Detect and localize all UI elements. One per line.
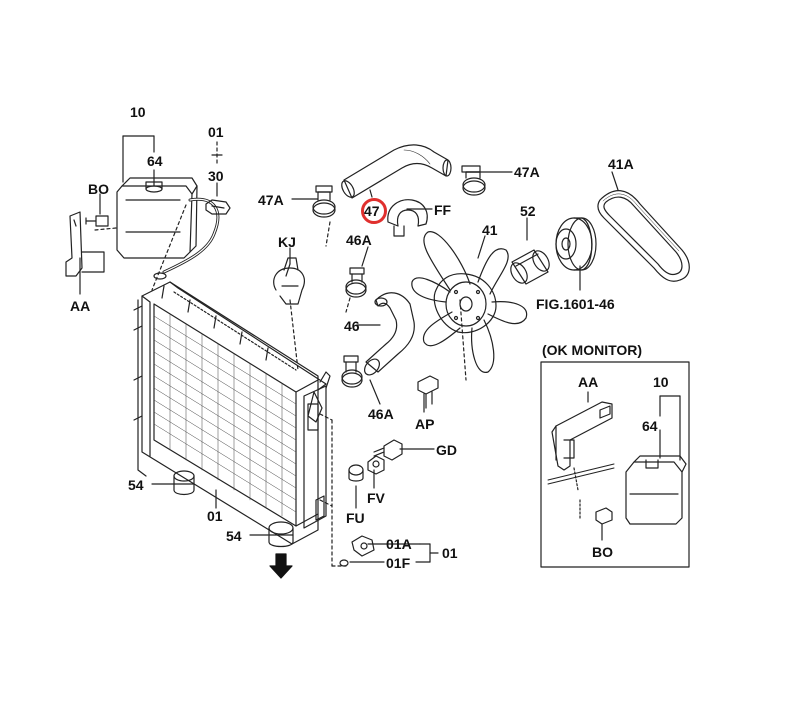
highlight-circle: [361, 198, 387, 224]
fan-coupling-52: [510, 249, 550, 285]
bracket-aa: [65, 211, 105, 277]
cap-30: [205, 199, 231, 215]
gasket-01f: [339, 559, 349, 567]
radiator-core: [153, 313, 297, 517]
label-46: 46: [344, 318, 360, 334]
label-54-top: 54: [128, 477, 144, 493]
label-aa: AA: [70, 298, 91, 314]
label-47a-right: 47A: [514, 164, 540, 180]
label-01f: 01F: [386, 555, 411, 571]
lower-hose-46: [364, 292, 415, 376]
label-46a-bottom: 46A: [368, 406, 394, 422]
label-gd: GD: [436, 442, 457, 458]
label-fu: FU: [346, 510, 365, 526]
label-41: 41: [482, 222, 498, 238]
label-41a: 41A: [608, 156, 634, 172]
inset-label-aa: AA: [578, 374, 599, 390]
drain-plug-gd: [373, 439, 403, 461]
inset-title: (OK MONITOR): [542, 342, 643, 358]
label-47: 47: [364, 203, 380, 219]
drain-cock-01a: [351, 535, 375, 557]
label-01-right: 01: [442, 545, 458, 561]
clamp-46a-top: [345, 267, 367, 298]
label-01a: 01A: [386, 536, 412, 552]
inset-label-bo: BO: [592, 544, 613, 560]
label-46a-top: 46A: [346, 232, 372, 248]
bushing-fu: [348, 464, 364, 482]
clip-kj: [273, 257, 305, 305]
label-01-mid: 01: [207, 508, 223, 524]
label-52: 52: [520, 203, 536, 219]
clamp-47a-left: [312, 185, 336, 218]
radiator: [133, 281, 331, 545]
label-fig-ref: FIG.1601-46: [536, 296, 615, 312]
pulley: [555, 217, 597, 271]
label-01-top: 01: [208, 124, 224, 140]
clamp-46a-bottom: [341, 355, 363, 388]
reservoir-tank: [116, 177, 220, 280]
label-54-bottom: 54: [226, 528, 242, 544]
label-47a-left: 47A: [258, 192, 284, 208]
inset-label-64: 64: [642, 418, 658, 434]
label-fv: FV: [367, 490, 385, 506]
inset-label-10: 10: [653, 374, 669, 390]
label-bo: BO: [88, 181, 109, 197]
label-10: 10: [130, 104, 146, 120]
clip-ff: [387, 199, 428, 237]
down-arrow-icon: [269, 553, 293, 579]
bolt-ap: [417, 375, 439, 409]
fitting-fv: [367, 455, 385, 475]
bolt-bo: [85, 215, 109, 227]
ok-monitor-inset: [540, 361, 690, 568]
label-64: 64: [147, 153, 163, 169]
label-kj: KJ: [278, 234, 296, 250]
mount-54-bottom: [268, 521, 294, 548]
label-ff: FF: [434, 202, 452, 218]
mount-54-top: [173, 470, 195, 496]
drive-belt-41a: [597, 190, 690, 282]
clamp-47a-right: [461, 165, 486, 196]
label-ap: AP: [415, 416, 435, 432]
upper-hose-47: [341, 144, 452, 199]
label-30: 30: [208, 168, 224, 184]
cooling-fan: [411, 231, 528, 373]
